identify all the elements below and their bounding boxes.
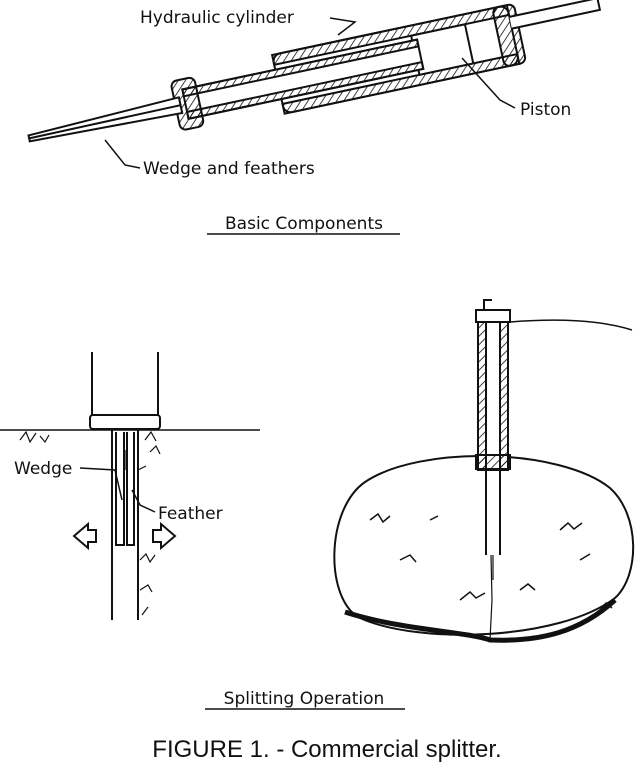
wedge-in-hole-drawing <box>0 352 260 620</box>
leader-lines-top <box>104 17 516 169</box>
label-wedge: Wedge <box>14 459 72 479</box>
label-hydraulic-cylinder: Hydraulic cylinder <box>140 8 294 28</box>
caption-basic-components: Basic Components <box>225 214 383 234</box>
splitter-cutaway-drawing <box>27 0 602 143</box>
label-wedge-and-feathers: Wedge and feathers <box>143 159 315 179</box>
caption-splitting-operation: Splitting Operation <box>224 689 385 709</box>
boulder-splitting-drawing <box>333 299 635 643</box>
label-piston: Piston <box>520 100 571 120</box>
label-feather: Feather <box>158 504 223 524</box>
figure-title: FIGURE 1. - Commercial splitter. <box>152 736 501 763</box>
